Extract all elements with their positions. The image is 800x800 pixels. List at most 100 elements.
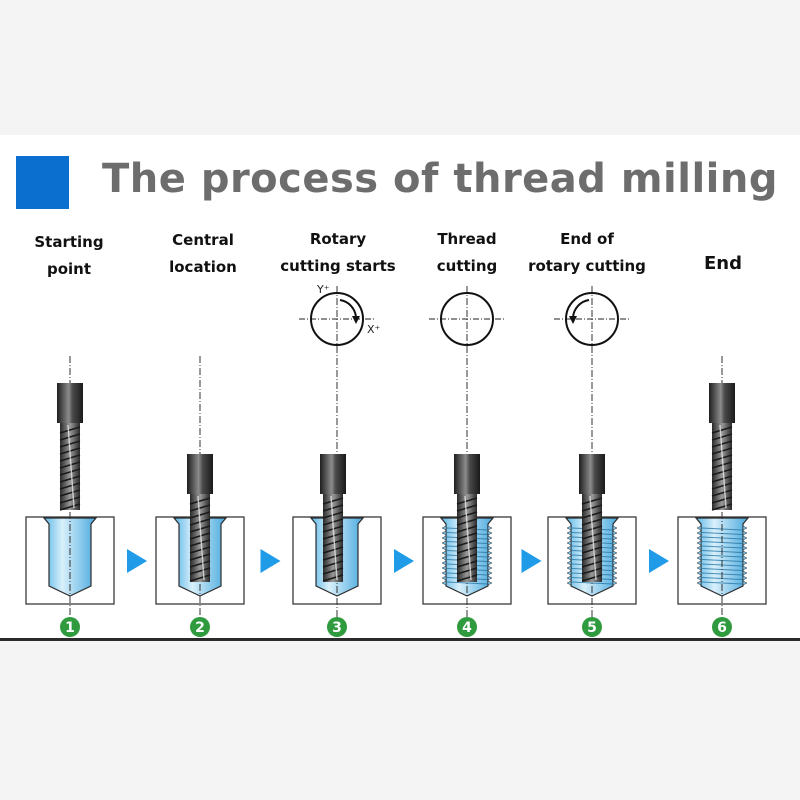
tool-flute-groove [59, 482, 81, 490]
thread-tooth-right [487, 565, 493, 571]
step-2-label-line2: location [169, 258, 237, 276]
step-4-illustration: 4 [422, 286, 542, 637]
step-1-label: Starting point [4, 229, 134, 283]
tool-highlight [719, 424, 727, 509]
tool-flute-groove [711, 489, 733, 497]
thread-groove-line [701, 554, 743, 558]
thread-tooth-right [612, 545, 618, 551]
thread-tooth-right [742, 575, 748, 581]
thread-tooth-right [612, 535, 618, 541]
thread-tooth-right [742, 580, 748, 586]
tool-flute-groove [456, 497, 478, 505]
tool-flute-groove [581, 546, 603, 554]
tool-highlight [330, 495, 338, 581]
next-step-arrow [394, 549, 414, 573]
tool-flute-groove [59, 461, 81, 469]
thread-tooth-left [566, 570, 572, 576]
tool-flute-groove [189, 504, 211, 512]
thread-tooth-left [566, 545, 572, 551]
tool-highlight [197, 495, 205, 581]
tool-flute-groove [322, 532, 344, 540]
thread-groove-line [701, 545, 743, 549]
tool-flute-groove [711, 433, 733, 441]
thread-tooth-left [696, 550, 702, 556]
thread-tooth-left [696, 565, 702, 571]
tool-highlight [464, 495, 472, 581]
step-6-label-line1: End [704, 253, 742, 274]
thread-tooth-left [441, 540, 447, 546]
thread-tooth-right [487, 580, 493, 586]
thread-tooth-left [696, 530, 702, 536]
thread-tooth-left [566, 540, 572, 546]
thread-tooth-left [696, 555, 702, 561]
step-1-illustration: 1 [25, 356, 147, 637]
baseline-rule [0, 638, 800, 641]
thread-tooth-right [612, 575, 618, 581]
thread-tooth-left [441, 530, 447, 536]
tool-flute-groove [322, 546, 344, 554]
thread-tooth-right [742, 565, 748, 571]
thread-tooth-left [566, 565, 572, 571]
step-2-illustration: 2 [155, 356, 281, 637]
thread-tooth-right [742, 540, 748, 546]
thread-tooth-right [487, 535, 493, 541]
thread-tooth-right [612, 530, 618, 536]
top-background-band [0, 0, 800, 135]
step-number: 1 [65, 620, 75, 636]
thread-tooth-left [696, 540, 702, 546]
tool-flute-groove [711, 475, 733, 483]
thread-tooth-left [696, 525, 702, 531]
thread-tooth-right [742, 530, 748, 536]
rotation-arrow-arc [572, 299, 590, 318]
thread-tooth-right [612, 525, 618, 531]
tool-flute-groove [59, 489, 81, 497]
tool-flute-groove [189, 539, 211, 547]
step-6-label: End [658, 250, 788, 277]
thread-tooth-right [487, 560, 493, 566]
thread-tooth-left [696, 575, 702, 581]
thread-tooth-right [742, 525, 748, 531]
thread-tooth-right [742, 570, 748, 576]
tool-flute-groove [711, 503, 733, 511]
tool-shank [320, 454, 346, 494]
next-step-arrow [521, 549, 542, 573]
next-step-arrow [127, 549, 147, 573]
thread-tooth-left [441, 535, 447, 541]
tool-flute-groove [189, 497, 211, 505]
step-2-label: Central location [138, 227, 268, 281]
thread-tooth-right [742, 555, 748, 561]
step-5-label: End of rotary cutting [522, 226, 652, 280]
bottom-background-band [0, 641, 800, 800]
tool-flute-groove [581, 532, 603, 540]
thread-tooth-left [696, 570, 702, 576]
tool-flute-groove [189, 560, 211, 568]
tool-flute-groove [711, 461, 733, 469]
step-number-badge [60, 617, 80, 637]
tool-flute-groove [581, 497, 603, 505]
thread-tooth-right [487, 555, 493, 561]
tool-flute-groove [581, 553, 603, 561]
thread-tooth-left [566, 555, 572, 561]
tool-highlight [589, 495, 597, 581]
thread-tooth-left [566, 560, 572, 566]
rotation-path-circle [440, 292, 494, 346]
tool-flute-groove [189, 553, 211, 561]
step-4-label-line1: Thread [437, 230, 497, 248]
thread-tooth-right [487, 530, 493, 536]
tool-flute-groove [59, 468, 81, 476]
tool-flute-groove [456, 504, 478, 512]
thread-tooth-right [487, 550, 493, 556]
step-number-badge [327, 617, 347, 637]
thread-tooth-left [441, 545, 447, 551]
rotation-arrow-arc [339, 299, 357, 318]
thread-tooth-right [612, 555, 618, 561]
thread-tooth-left [696, 535, 702, 541]
rotation-path-circle [565, 292, 619, 346]
tool-flute-groove [322, 539, 344, 547]
thread-tooth-left [441, 550, 447, 556]
tool-flute-groove [322, 567, 344, 575]
step-3-illustration: Y⁺X⁺3 [292, 283, 414, 637]
step-3-label-line2: cutting starts [280, 257, 396, 275]
